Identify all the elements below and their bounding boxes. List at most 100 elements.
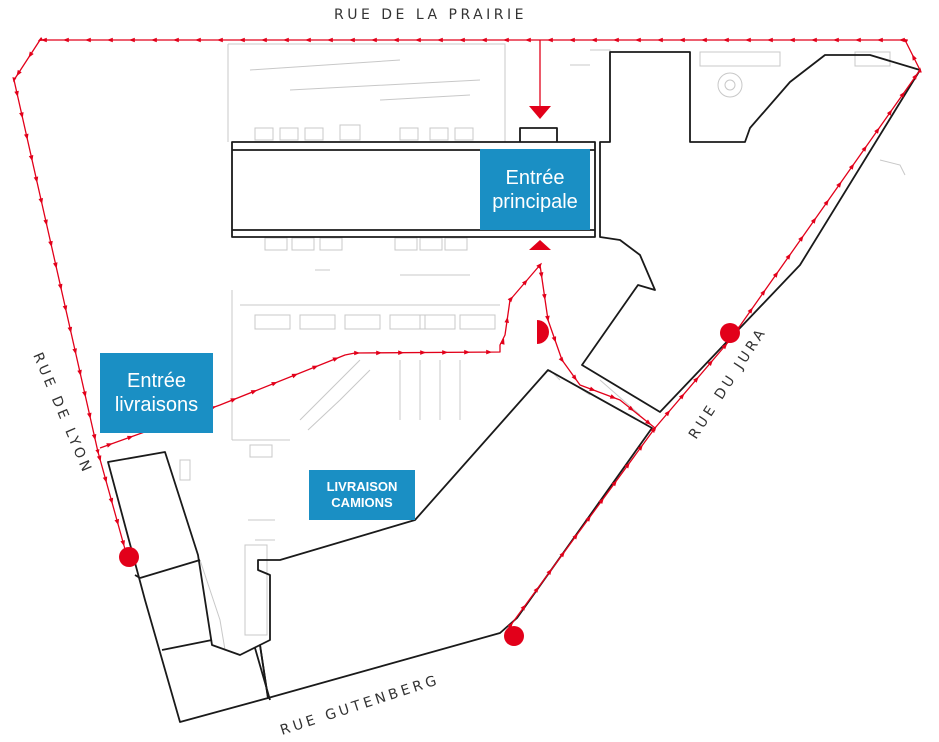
- route-arrow-icon: [82, 391, 87, 398]
- route-arrow-icon: [102, 476, 108, 483]
- route-arrow-icon: [542, 293, 547, 301]
- route-arrow-icon: [332, 357, 339, 362]
- background-details: [179, 43, 906, 651]
- route-arrow-icon: [538, 272, 544, 279]
- route-arrow-icon: [420, 350, 427, 355]
- route-arrow-icon: [392, 37, 399, 43]
- route-arrow-icon: [536, 262, 542, 269]
- route-arrow-icon: [33, 176, 39, 183]
- route-arrow-icon: [571, 374, 577, 381]
- stop-marker-south: [504, 626, 524, 646]
- route-arrow-icon: [664, 410, 671, 417]
- route-arrow-icon: [624, 462, 630, 469]
- route-arrow-icon: [326, 37, 333, 43]
- route-arrow-icon: [57, 283, 63, 291]
- route-delivery-return: [539, 264, 656, 429]
- label-entree-livraisons-line2: livraisons: [114, 394, 199, 416]
- route-arrow-icon: [637, 444, 643, 451]
- route-arrow-icon: [590, 37, 597, 43]
- route-arrow-icon: [788, 37, 795, 43]
- route-arrow-icon: [291, 373, 298, 379]
- route-arrow-icon: [546, 37, 553, 43]
- route-arrow-icon: [150, 37, 157, 43]
- route-arrow-icon: [120, 540, 125, 547]
- route-arrow-icon: [707, 359, 713, 366]
- route-arrow-icon: [106, 37, 113, 43]
- route-arrow-icon: [62, 305, 68, 312]
- route-arrow-icon: [502, 37, 509, 43]
- building-southwest: [107, 451, 269, 723]
- label-livraison-camions-line2: CAMIONS: [331, 495, 393, 510]
- stop-markers: [119, 320, 740, 646]
- route-arrow-icon: [912, 73, 918, 80]
- route-arrow-icon: [693, 376, 699, 383]
- route-arrow-icon: [376, 350, 383, 356]
- route-arrow-icon: [572, 533, 578, 540]
- route-arrow-icon: [77, 369, 82, 376]
- route-arrow-icon: [832, 37, 839, 43]
- route-arrow-icon: [354, 350, 361, 356]
- route-arrow-icon: [230, 398, 237, 403]
- route-arrow-icon: [14, 90, 19, 97]
- route-arrow-icon: [598, 497, 604, 504]
- route-arrow-icon: [43, 219, 48, 226]
- route-arrow-icon: [678, 393, 685, 400]
- route-arrow-icon: [172, 37, 179, 43]
- route-arrow-icon: [62, 37, 69, 43]
- route-arrow-icon: [127, 435, 134, 441]
- stop-marker-east: [720, 323, 740, 343]
- half-stop-marker: [537, 320, 549, 344]
- route-arrow-icon: [874, 127, 880, 134]
- route-arrow-icon: [398, 350, 405, 355]
- route-arrow-icon: [312, 365, 319, 370]
- route-direction-arrows: [14, 37, 918, 629]
- street-south: RUE GUTENBERG: [278, 672, 442, 739]
- route-arrow-icon: [87, 412, 92, 419]
- route-arrow-icon: [282, 37, 289, 43]
- route-perimeter: [12, 36, 922, 634]
- route-arrow-icon: [500, 338, 505, 345]
- main-entrance-porch: [519, 127, 558, 142]
- route-arrow-icon: [442, 350, 449, 355]
- street-north: RUE DE LA PRAIRIE: [334, 7, 527, 23]
- label-entree-livraisons-line1: Entrée: [127, 370, 186, 392]
- route-arrow-icon: [304, 37, 311, 43]
- route-arrow-icon: [886, 109, 893, 116]
- route-arrow-icon: [260, 37, 267, 43]
- route-arrow-icon: [848, 163, 855, 170]
- route-arrow-icon: [464, 349, 471, 355]
- stop-marker-west: [119, 547, 139, 567]
- route-arrow-icon: [810, 37, 817, 43]
- label-entree-livraisons: Entrée livraisons: [100, 353, 213, 433]
- route-arrow-icon: [271, 382, 278, 387]
- route-arrow-icon: [772, 271, 779, 278]
- route-arrow-icon: [747, 307, 753, 314]
- route-arrow-icon: [24, 133, 29, 140]
- route-arrow-icon: [650, 426, 656, 433]
- route-arrow-icon: [458, 37, 465, 43]
- route-arrow-icon: [766, 37, 773, 43]
- route-arrow-icon: [28, 155, 34, 162]
- label-entree-principale-line1: Entrée: [505, 166, 565, 189]
- route-arrow-icon: [128, 37, 135, 43]
- route-arrow-icon: [106, 443, 113, 448]
- route-arrow-icon: [899, 91, 905, 98]
- route-arrow-icon: [480, 37, 487, 43]
- route-arrow-icon: [84, 37, 91, 43]
- label-livraison-camions: LIVRAISON CAMIONS: [309, 470, 415, 520]
- route-arrow-icon: [760, 289, 766, 296]
- route-arrow-icon: [114, 518, 119, 526]
- route-arrow-icon: [558, 356, 565, 363]
- route-arrow-icon: [678, 37, 685, 43]
- building-south-main: [257, 369, 653, 699]
- route-arrow-icon: [656, 37, 663, 43]
- route-arrow-icon: [798, 235, 804, 242]
- route-arrow-icon: [72, 348, 77, 355]
- route-arrow-icon: [520, 604, 526, 611]
- route-arrow-icon: [238, 37, 245, 43]
- route-arrow-icon: [194, 37, 201, 43]
- route-arrow-icon: [721, 343, 728, 350]
- route-arrow-icon: [40, 37, 47, 43]
- route-arrow-icon: [53, 262, 58, 269]
